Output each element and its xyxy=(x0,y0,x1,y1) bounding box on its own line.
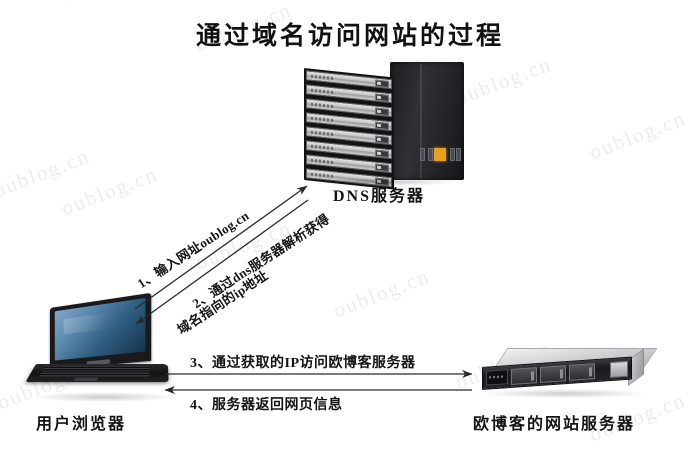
laptop-shadow xyxy=(36,392,172,402)
server-chassis-body xyxy=(390,62,464,180)
server-port xyxy=(450,148,455,161)
step-4-label: 4、服务器返回网页信息 xyxy=(190,398,343,413)
server-shadow xyxy=(482,389,648,398)
client-label: 用户浏览器 xyxy=(36,416,127,433)
server-shadow xyxy=(308,178,458,186)
server-port xyxy=(420,148,425,161)
web-server-label: 欧博客的网站服务器 xyxy=(473,416,636,433)
page-title: 通过域名访问网站的过程 xyxy=(195,23,504,50)
arrow-step-1 xyxy=(134,185,308,310)
server-port xyxy=(428,148,433,161)
server-port xyxy=(456,148,461,161)
server-status-led xyxy=(434,148,446,161)
laptop-icon xyxy=(25,292,172,404)
rack-server-icon xyxy=(304,62,464,190)
step-3-label: 3、通过获取的IP访问欧博客服务器 xyxy=(190,356,416,371)
server-chassis-seam xyxy=(420,64,422,178)
rack-server-1u-icon xyxy=(482,348,658,400)
dns-server-label: DNS服务器 xyxy=(333,188,426,205)
arrow-step-2 xyxy=(135,199,309,325)
